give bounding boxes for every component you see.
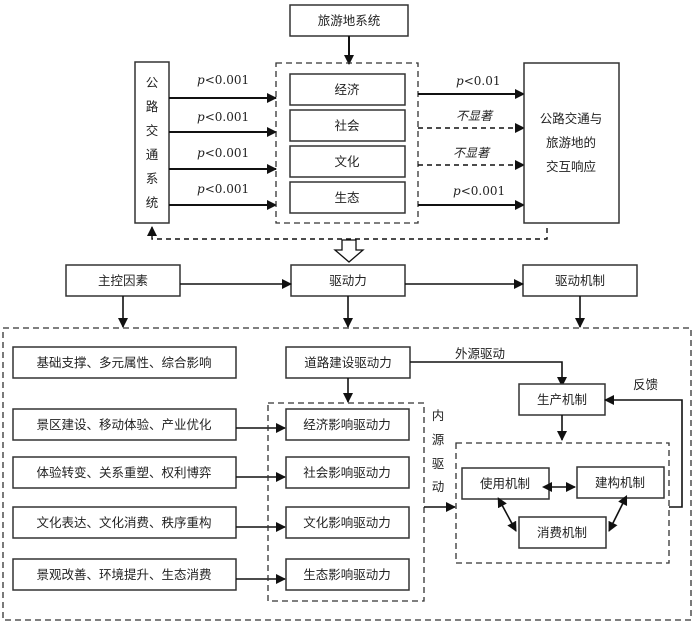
interaction-response-node: 公路交通与 旅游地的 交互响应	[523, 62, 620, 224]
impact-force-node: 生态影响驱动力	[285, 558, 410, 591]
internal-drive-char: 动	[432, 479, 445, 494]
driving-mechanism-label: 驱动机制	[555, 273, 605, 288]
road-construction-force-node: 道路建设驱动力	[285, 346, 411, 379]
dimension-label: 社会	[334, 118, 360, 133]
dimension-culture-node: 文化	[289, 145, 406, 178]
highway-char: 系	[146, 171, 159, 186]
destination-system-node: 旅游地系统	[289, 4, 409, 37]
highway-char: 通	[146, 147, 159, 162]
input-label-culture: p<0.001	[197, 146, 249, 160]
dimension-ecology-node: 生态	[289, 181, 406, 214]
highway-char: 公	[146, 75, 159, 90]
production-mechanism-node: 生产机制	[518, 383, 606, 416]
impact-force-label: 社会影响驱动力	[303, 465, 391, 480]
dimensions-group	[275, 62, 419, 224]
factor-group-node: 体验转变、关系重塑、权利博弈	[12, 456, 237, 489]
factor-group-label: 文化表达、文化消费、秩序重构	[36, 515, 211, 530]
impact-force-label: 文化影响驱动力	[303, 515, 391, 530]
destination-system-label: 旅游地系统	[318, 13, 381, 28]
driving-mechanism-node: 驱动机制	[522, 264, 638, 297]
highway-char: 路	[146, 99, 159, 114]
impact-force-label: 经济影响驱动力	[303, 417, 391, 432]
input-arrows: p<0.001 p<0.001 p<0.001 p<0.001	[169, 73, 277, 210]
impact-forces-group	[267, 402, 425, 602]
factor-group-node: 景观改善、环境提升、生态消费	[12, 558, 237, 591]
construction-label: 建构机制	[595, 475, 645, 490]
main-factors-label: 主控因素	[98, 273, 148, 288]
driving-force-label: 驱动力	[329, 273, 367, 288]
impact-force-label: 生态影响驱动力	[303, 567, 391, 582]
impact-force-node: 文化影响驱动力	[285, 506, 410, 539]
output-arrows: p<0.01 不显著 不显著 p<0.001	[418, 74, 525, 210]
use-mechanism-node: 使用机制	[461, 467, 550, 500]
driving-force-node: 驱动力	[290, 264, 406, 297]
internal-drive-char: 源	[432, 432, 445, 447]
dimension-society-node: 社会	[289, 109, 406, 142]
input-label-economy: p<0.001	[197, 73, 249, 87]
internal-drive-char: 驱	[432, 456, 445, 471]
impact-force-node: 社会影响驱动力	[285, 456, 410, 489]
factor-group-label: 景观改善、环境提升、生态消费	[36, 567, 211, 582]
highway-char: 统	[146, 195, 159, 210]
impact-force-node: 经济影响驱动力	[285, 408, 410, 441]
highway-char: 交	[146, 123, 159, 138]
input-label-society: p<0.001	[197, 110, 249, 124]
factor-group-node: 景区建设、移动体验、产业优化	[12, 408, 237, 441]
response-line: 公路交通与	[540, 111, 603, 126]
dimension-label: 经济	[334, 82, 360, 97]
factor-group-node: 文化表达、文化消费、秩序重构	[12, 506, 237, 539]
dimension-label: 生态	[334, 190, 359, 205]
arrow-construction-consumption	[608, 494, 628, 532]
external-drive-label: 外源驱动	[455, 346, 505, 361]
use-label: 使用机制	[480, 476, 530, 491]
mechanisms-group	[455, 442, 670, 564]
consumption-label: 消费机制	[537, 525, 587, 540]
highway-system-node: 公 路 交 通 系 统	[134, 61, 170, 224]
internal-drive-char: 内	[432, 408, 445, 423]
dimension-label: 文化	[334, 154, 360, 169]
output-label-society: 不显著	[456, 109, 494, 123]
factor-group-label: 基础支撑、多元属性、综合影响	[36, 355, 211, 370]
bottom-framework-group	[2, 327, 692, 621]
arrow-feedback	[604, 395, 683, 508]
production-label: 生产机制	[537, 392, 587, 407]
main-factors-node: 主控因素	[65, 264, 181, 297]
construction-mechanism-node: 建构机制	[576, 466, 665, 499]
hollow-down-arrow-icon	[333, 239, 365, 263]
road-force-label: 道路建设驱动力	[304, 355, 392, 370]
factor-group-node: 基础支撑、多元属性、综合影响	[12, 346, 237, 379]
dashed-feedback-loop	[147, 226, 548, 240]
factor-group-label: 体验转变、关系重塑、权利博弈	[36, 465, 211, 480]
output-label-economy: p<0.01	[456, 74, 500, 88]
consumption-mechanism-node: 消费机制	[518, 516, 607, 549]
response-line: 交互响应	[546, 159, 596, 174]
input-label-ecology: p<0.001	[197, 182, 249, 196]
feedback-label: 反馈	[633, 377, 658, 392]
response-line: 旅游地的	[546, 135, 596, 150]
factor-group-label: 景区建设、移动体验、产业优化	[36, 417, 212, 432]
arrow-external-drive	[410, 361, 567, 387]
output-label-ecology: p<0.001	[453, 184, 505, 198]
dimension-economy-node: 经济	[289, 73, 406, 106]
arrow-use-consumption	[497, 497, 517, 532]
output-label-culture: 不显著	[453, 146, 491, 160]
